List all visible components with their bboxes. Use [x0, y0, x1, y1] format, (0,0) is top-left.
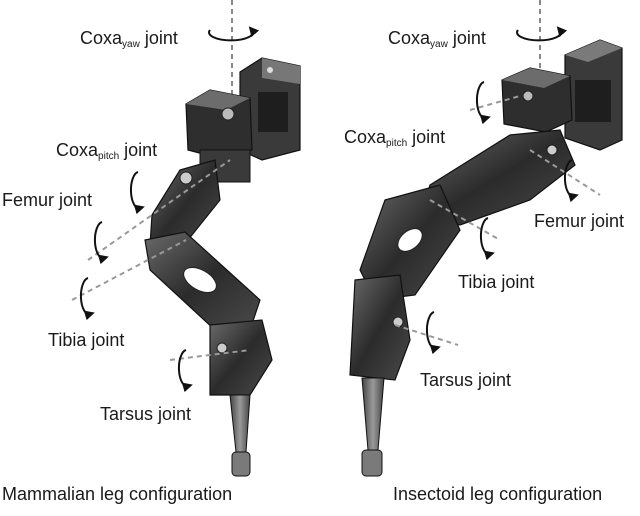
coxa-pitch-servo-right — [501, 67, 573, 133]
foot-right — [361, 377, 385, 451]
label-tarsus-left: Tarsus joint — [100, 404, 192, 424]
coxa-yaw-rotation-icon — [208, 26, 260, 42]
label-tibia-left: Tibia joint — [48, 330, 125, 350]
foot-pad — [231, 451, 251, 477]
coxa-yaw-motor — [239, 57, 301, 161]
femur-joint-hub — [179, 171, 193, 185]
insectoid-leg — [349, 0, 623, 477]
tarsus-rotation-icon-right — [425, 311, 441, 355]
tibia-rotation-icon — [79, 277, 95, 321]
caption-insectoid: Insectoid leg configuration — [393, 484, 603, 504]
label-femur-right: Femur joint — [534, 211, 625, 231]
femur-rotation-icon — [93, 221, 109, 265]
label-femur-left: Femur joint — [2, 190, 93, 210]
tibia-rotation-icon-right — [479, 217, 495, 261]
tarsus-rotation-icon — [177, 349, 193, 393]
foot-pad-right — [361, 449, 383, 477]
coxa-yaw-rotation-icon-right — [516, 26, 568, 42]
label-tibia-right: Tibia joint — [458, 272, 535, 292]
femur-rotation-icon-right — [563, 159, 579, 203]
label-coxa-pitch-left: Coxapitch joint — [56, 140, 158, 162]
label-tarsus-right: Tarsus joint — [420, 370, 512, 390]
label-coxa-yaw-left: Coxayaw joint — [80, 28, 178, 50]
caption-mammalian: Mammalian leg configuration — [2, 484, 233, 504]
label-coxa-yaw-right: Coxayaw joint — [388, 28, 486, 50]
tarsus-link-right — [349, 274, 411, 381]
label-coxa-pitch-right: Coxapitch joint — [344, 127, 446, 149]
foot — [229, 394, 251, 453]
coxa-pitch-rotation-icon-right — [475, 81, 491, 125]
coxa-pitch-rotation-icon — [129, 171, 145, 215]
coxa-yaw-motor-right — [564, 39, 623, 151]
tarsus-link — [209, 319, 273, 396]
mammalian-leg — [71, 0, 301, 477]
